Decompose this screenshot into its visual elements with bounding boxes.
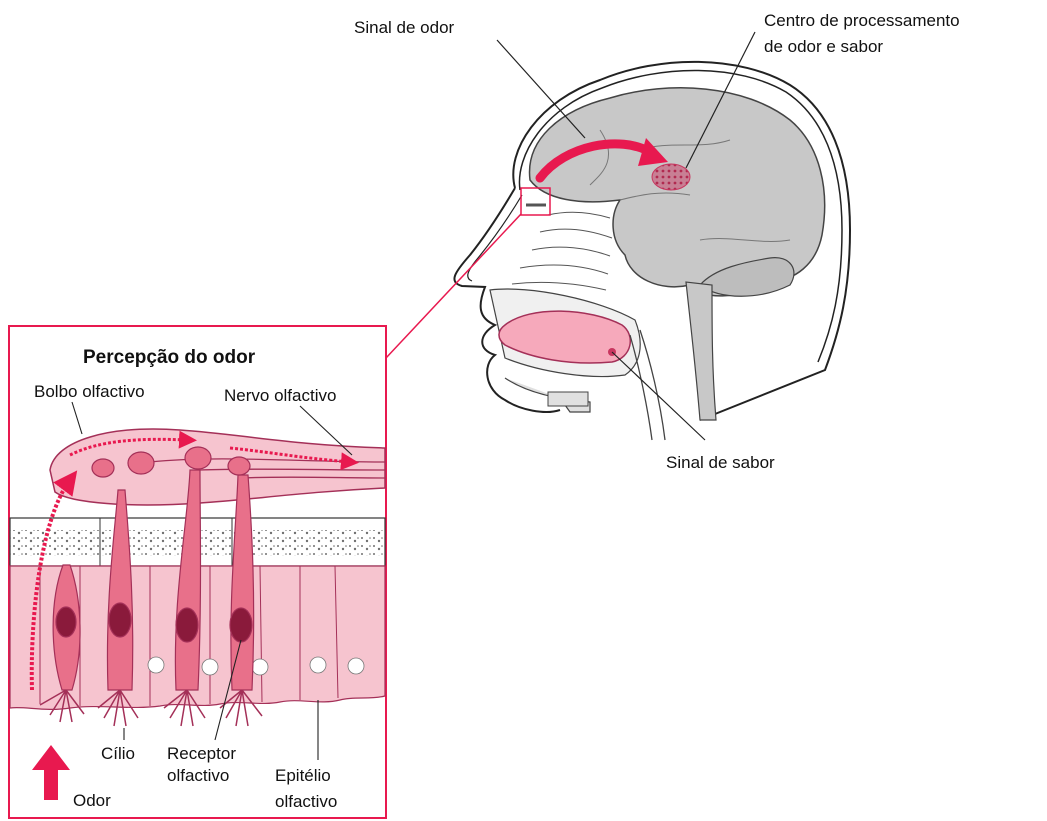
processing-center-label-line2: de odor e sabor <box>764 37 883 56</box>
processing-center-label-line1: Centro de processamento <box>764 11 960 30</box>
head-cross-section <box>454 62 850 440</box>
taste-signal-label: Sinal de sabor <box>666 453 775 472</box>
nasal-cavity <box>512 212 612 290</box>
cilium-label: Cílio <box>101 744 135 763</box>
olfactory-nerve-label: Nervo olfactivo <box>224 386 336 405</box>
inset-title: Percepção do odor <box>83 347 256 368</box>
receptor-label-line1: Receptor <box>167 744 236 763</box>
odor-label: Odor <box>73 791 111 810</box>
olfactory-bulb-label: Bolbo olfactivo <box>34 382 145 401</box>
odor-signal-label: Sinal de odor <box>354 18 455 37</box>
epithelium-label-line1: Epitélio <box>275 766 331 785</box>
epithelium-label-line2: olfactivo <box>275 792 337 811</box>
receptor-label-line2: olfactivo <box>167 766 229 785</box>
spinal-cord <box>686 282 716 420</box>
odor-perception-inset: Percepção do odor <box>9 326 386 818</box>
